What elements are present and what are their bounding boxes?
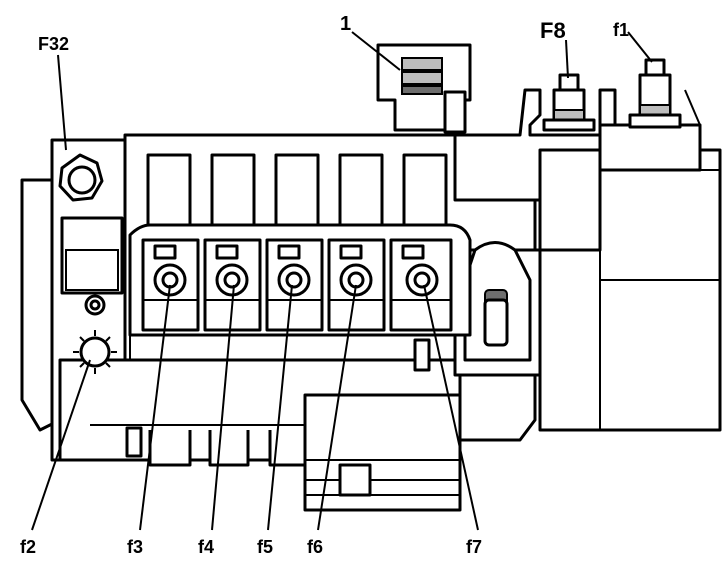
leader-f2 xyxy=(31,359,91,531)
bottom-connector xyxy=(303,393,462,512)
label-part-1: 1 xyxy=(340,13,351,35)
leader-1 xyxy=(351,31,401,71)
leader-F32 xyxy=(57,54,67,151)
fuse-f3 xyxy=(141,238,200,332)
leader-f4 xyxy=(211,284,235,531)
fuse-f4 xyxy=(203,238,262,332)
right-housing xyxy=(453,88,722,432)
callout-labels: 1 F32 F8 f1 f2 f3 f4 f5 f6 f7 xyxy=(20,13,629,557)
left-nut xyxy=(58,153,104,202)
top-connector xyxy=(376,43,472,134)
fuse-f5 xyxy=(265,238,324,332)
leader-F8 xyxy=(565,39,569,79)
leader-f7 xyxy=(423,284,479,531)
label-f2: f2 xyxy=(20,537,36,557)
fuse-F8 xyxy=(542,73,596,132)
fuse-f1 xyxy=(628,58,682,129)
label-f6: f6 xyxy=(307,537,323,557)
fuse-f2-bulb xyxy=(73,294,117,374)
label-F8: F8 xyxy=(540,18,566,43)
label-f1: f1 xyxy=(613,20,629,40)
leader-f5 xyxy=(267,284,293,531)
front-fuse-row xyxy=(128,223,472,372)
leader-f6 xyxy=(317,284,357,531)
leader-f1 xyxy=(627,31,653,63)
label-f5: f5 xyxy=(257,537,273,557)
label-f4: f4 xyxy=(198,537,214,557)
upper-fuse-slots xyxy=(146,153,448,227)
leader-lines xyxy=(31,31,653,531)
label-f7: f7 xyxy=(466,537,482,557)
fuse-f6 xyxy=(327,238,386,332)
leader-f3 xyxy=(139,284,171,531)
label-f3: f3 xyxy=(127,537,143,557)
label-F32: F32 xyxy=(38,34,69,54)
fuse-f7 xyxy=(389,238,453,332)
